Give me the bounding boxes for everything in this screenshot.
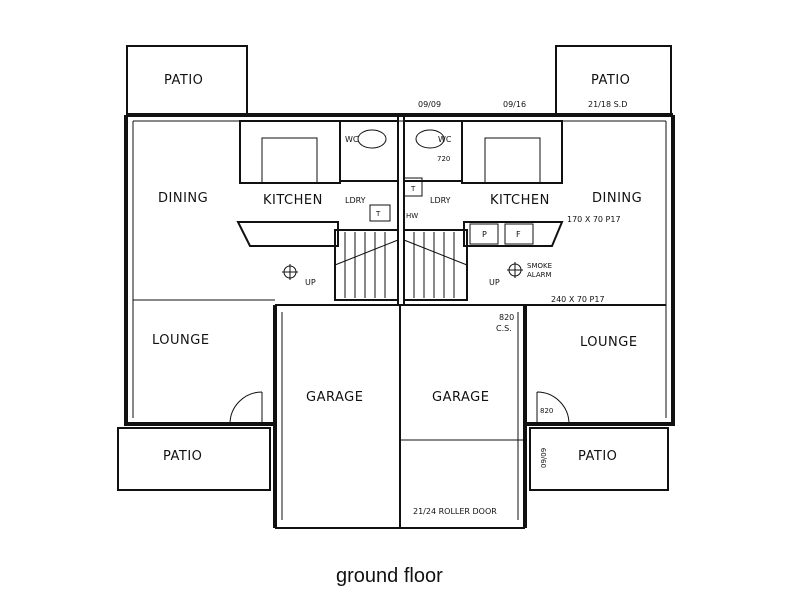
- dimension-top-left: 09/09: [418, 100, 441, 109]
- stair-up-left: UP: [305, 278, 316, 287]
- dimension-window: 170 X 70 P17: [567, 215, 621, 224]
- wet-areas: [339, 120, 463, 222]
- stair-up-right: UP: [489, 278, 500, 287]
- room-label-wc-right: WC: [438, 135, 452, 144]
- smoke-alarm-label-2: ALARM: [527, 271, 552, 279]
- room-label-dining-left: DINING: [158, 191, 208, 206]
- lounge-partitions: [133, 299, 666, 306]
- dimension-beam: 240 X 70 P17: [551, 295, 605, 304]
- appliance-label-p: P: [482, 230, 487, 239]
- room-label-dining-right: DINING: [592, 191, 642, 206]
- room-label-patio-bottom-right: PATIO: [578, 449, 617, 464]
- side-dimension: 09/09: [540, 448, 548, 468]
- garage-walls: [273, 304, 527, 529]
- staircases: [334, 229, 468, 301]
- smoke-alarm-label-1: SMOKE: [527, 262, 552, 270]
- roller-door-label: 21/24 ROLLER DOOR: [413, 507, 497, 516]
- patio-bottom-left-outline: [117, 427, 271, 491]
- room-label-wc-left: WC: [345, 135, 359, 144]
- smoke-alarm-icon: [282, 262, 523, 280]
- dimension-top-right: 21/18 S.D: [588, 100, 627, 109]
- room-label-lounge-right: LOUNGE: [580, 335, 638, 350]
- room-label-garage-left: GARAGE: [306, 390, 363, 405]
- door-swing-left: [229, 391, 263, 425]
- kitchen-benches: [236, 120, 564, 247]
- room-label-lounge-left: LOUNGE: [152, 333, 210, 348]
- room-label-patio-bottom-left: PATIO: [163, 449, 202, 464]
- hot-water-label: HW: [406, 212, 418, 220]
- cs-label: C.S.: [496, 324, 512, 333]
- exterior-walls: [124, 113, 675, 426]
- patio-bottom-right-outline: [529, 427, 669, 491]
- room-label-kitchen-right: KITCHEN: [490, 193, 550, 208]
- room-label-garage-right: GARAGE: [432, 390, 489, 405]
- dimension-top-mid: 09/16: [503, 100, 526, 109]
- room-label-ldry-left: LDRY: [345, 196, 366, 205]
- room-label-ldry-right: LDRY: [430, 196, 451, 205]
- room-label-kitchen-left: KITCHEN: [263, 193, 323, 208]
- plan-caption: ground floor: [336, 565, 443, 587]
- door-dimension-right: 820: [540, 407, 553, 415]
- room-label-patio-top-right: PATIO: [591, 73, 630, 88]
- door-swing-right: [536, 391, 570, 425]
- cs-code: 820: [499, 313, 514, 322]
- room-label-patio-top-left: PATIO: [164, 73, 203, 88]
- dimension-wc: 720: [437, 155, 450, 163]
- kitchen-mark-right: T: [375, 210, 381, 218]
- kitchen-mark-left: T: [410, 185, 416, 193]
- appliance-label-f: F: [516, 230, 521, 239]
